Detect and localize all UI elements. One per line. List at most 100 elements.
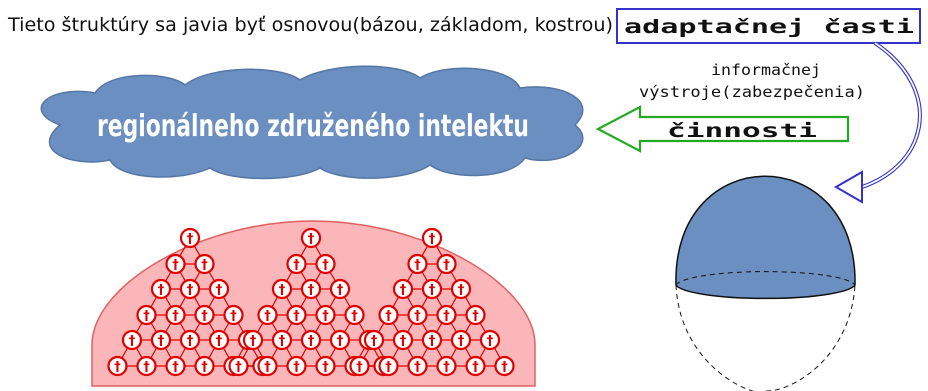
cross-node-symbol: † — [143, 360, 150, 375]
cross-node-symbol: † — [216, 334, 223, 349]
cross-node: † — [286, 355, 307, 377]
activity-arrow — [595, 105, 850, 153]
cross-node-symbol: † — [458, 283, 465, 298]
cross-node: † — [465, 355, 486, 377]
cross-node-symbol: † — [371, 334, 378, 349]
heading-intro: Tieto štruktúry sa javia byť osnovou(báz… — [7, 14, 613, 36]
heading-boxed: adaptačnej časti — [624, 16, 914, 38]
cross-node-symbol: † — [400, 283, 407, 298]
cross-node-symbol: † — [501, 360, 508, 375]
cross-node: † — [136, 355, 157, 377]
cross-node: † — [421, 329, 443, 351]
adaptive-part-box — [616, 8, 921, 44]
cross-node-symbol: † — [250, 334, 257, 349]
cross-node-symbol: † — [172, 258, 179, 273]
cross-node: † — [194, 253, 215, 275]
curved-arrow-head — [833, 170, 863, 204]
cross-node: † — [286, 304, 307, 326]
cross-node: † — [421, 278, 443, 300]
cross-node: † — [257, 355, 278, 377]
cross-node: † — [223, 304, 244, 326]
cross-node: † — [194, 304, 215, 326]
cross-node-symbol: † — [158, 283, 165, 298]
cross-node: † — [479, 329, 501, 351]
cross-node-symbol: † — [172, 309, 179, 324]
cross-node-symbol: † — [322, 309, 329, 324]
cross-node-symbol: † — [143, 309, 150, 324]
cross-node: † — [407, 304, 428, 326]
cross-node-symbol: † — [351, 309, 358, 324]
curved-arrow-inner — [851, 42, 921, 191]
hemisphere-filled — [675, 175, 856, 300]
cross-node-symbol: † — [201, 309, 208, 324]
cross-node: † — [349, 355, 370, 377]
cross-node: † — [136, 304, 157, 326]
cross-node: † — [286, 253, 307, 275]
cross-node-symbol: † — [443, 309, 450, 324]
cross-node: † — [165, 253, 186, 275]
cross-node-symbol: † — [308, 232, 315, 247]
cross-node: † — [315, 355, 336, 377]
cross-node-symbol: † — [293, 309, 300, 324]
cross-node-symbol: † — [216, 283, 223, 298]
cross-node-symbol: † — [264, 360, 271, 375]
cross-node: † — [436, 355, 457, 377]
cross-node-symbol: † — [429, 334, 436, 349]
cross-node: † — [165, 304, 186, 326]
cross-node-symbol: † — [322, 258, 329, 273]
cross-node: † — [208, 329, 230, 351]
cross-node-symbol: † — [230, 309, 237, 324]
cross-node: † — [179, 278, 201, 300]
cross-node-symbol: † — [293, 258, 300, 273]
cross-node-symbol: † — [458, 334, 465, 349]
cross-node-symbol: † — [337, 283, 344, 298]
cross-node-symbol: † — [201, 258, 208, 273]
cross-node: † — [378, 355, 399, 377]
cross-node: † — [179, 329, 201, 351]
cross-node: † — [494, 355, 515, 377]
cross-node: † — [300, 278, 322, 300]
cross-node: † — [107, 355, 128, 377]
info-label-line2: výstroje(zabezpečenia) — [639, 83, 865, 101]
cross-node-symbol: † — [235, 360, 242, 375]
cross-node: † — [271, 329, 293, 351]
cloud-label: regionálneho združeného intelektu — [97, 109, 529, 144]
cross-node-symbol: † — [158, 334, 165, 349]
cross-node-symbol: † — [264, 309, 271, 324]
network-nodes: ††††††††††††††††††††††††††††††††††††††††… — [107, 227, 515, 377]
cross-node-symbol: † — [443, 258, 450, 273]
cross-node: † — [465, 304, 486, 326]
cross-node-symbol: † — [385, 360, 392, 375]
cloud-shape — [40, 65, 584, 180]
cross-node: † — [208, 278, 230, 300]
cross-node-symbol: † — [337, 334, 344, 349]
cross-node-symbol: † — [114, 360, 121, 375]
cross-node-symbol: † — [443, 360, 450, 375]
cross-node-symbol: † — [414, 258, 421, 273]
cross-node-symbol: † — [187, 334, 194, 349]
cross-node-symbol: † — [356, 360, 363, 375]
cross-node: † — [329, 278, 351, 300]
cross-node: † — [257, 304, 278, 326]
hemisphere-lower-dashed — [675, 284, 856, 391]
cross-node: † — [179, 227, 201, 249]
cross-node-symbol: † — [308, 283, 315, 298]
cross-node: † — [194, 355, 215, 377]
cross-node-symbol: † — [279, 334, 286, 349]
cross-node-symbol: † — [400, 334, 407, 349]
cross-node: † — [378, 304, 399, 326]
cross-node-symbol: † — [308, 334, 315, 349]
cross-node: † — [300, 329, 322, 351]
cross-node: † — [242, 329, 264, 351]
cross-node: † — [407, 253, 428, 275]
cross-node: † — [392, 329, 414, 351]
cross-node-symbol: † — [472, 360, 479, 375]
cross-node: † — [392, 278, 414, 300]
cross-node: † — [436, 304, 457, 326]
cross-node: † — [450, 278, 472, 300]
cross-node: † — [329, 329, 351, 351]
info-label-line1: informačnej — [711, 61, 821, 79]
activity-label: činnosti — [667, 120, 817, 142]
cross-node: † — [150, 329, 172, 351]
